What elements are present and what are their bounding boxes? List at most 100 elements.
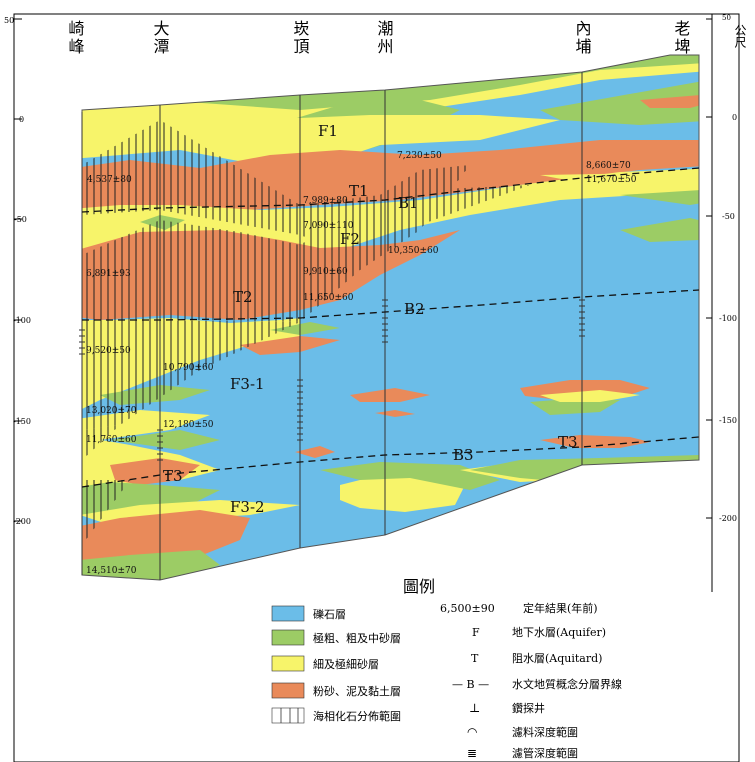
right-depth-axis: 50 0 -50 -100 -150 -200 <box>706 14 737 592</box>
layer-t2-extra-clay <box>240 336 340 355</box>
legend-symbol-key-b: — B — <box>452 678 489 691</box>
legend-symbol-label-f: 地下水層(Aquifer) <box>512 626 606 639</box>
left-tick-label: -50 <box>14 215 27 224</box>
layer-right-green <box>540 78 699 125</box>
layer-green-lens-c <box>620 218 699 242</box>
unit-label-f1: F1 <box>318 122 338 140</box>
well-label-chaozhou: 潮州 <box>375 20 394 56</box>
legend-label-fine-sand: 細及極細砂層 <box>313 657 379 671</box>
dating-labels: 4,537±80 7,230±50 8,660±70 11,670±50 7,9… <box>86 151 637 576</box>
lens-clay-chaozhou-a <box>350 388 430 402</box>
legend-label-coarse-sand: 極粗、粗及中砂層 <box>313 631 401 645</box>
date-label: 13,020±70 <box>86 406 137 416</box>
left-tick-label: 50 <box>4 16 14 25</box>
boundary-b1 <box>81 167 700 213</box>
date-label: 12,180±50 <box>163 420 214 430</box>
legend-symbol-label-screen: 濾管深度範圍 <box>512 746 578 760</box>
lens-clay-kanding <box>295 446 335 458</box>
boundary-lines <box>81 167 700 488</box>
date-label: 10,790±60 <box>163 363 214 373</box>
legend-label-clay: 粉砂、泥及黏土層 <box>313 684 401 698</box>
legend-symbol-key-filter-pack: ◠ <box>467 725 477 739</box>
legend-symbol-key-screen: ≣ <box>467 746 477 760</box>
marine-fossil-zone-base <box>82 480 130 545</box>
borehole-lines <box>81 72 583 580</box>
legend-symbol-key-borehole: ⊥ <box>469 701 480 715</box>
legend: 圖例 礫石層 極粗、粗及中砂層 細及極細砂層 粉砂、泥及黏土層 海相化石分佈範圍… <box>271 577 622 760</box>
date-label: 4,537±80 <box>87 175 132 185</box>
lens-yellow-neipu <box>540 390 640 402</box>
date-label: 14,510±70 <box>86 566 137 576</box>
right-tick-label: -200 <box>719 514 737 523</box>
marine-fossil-zone-mid <box>82 165 470 322</box>
unit-label: 公尺 <box>733 24 747 49</box>
well-label-kanding: 崁頂 <box>291 20 310 56</box>
date-label: 6,891±93 <box>86 269 131 279</box>
date-label: 7,230±50 <box>397 151 442 161</box>
date-label: 7,090±110 <box>303 221 354 231</box>
date-label: 11,650±60 <box>303 293 354 303</box>
unit-label-t3-left: T3 <box>163 467 183 485</box>
legend-symbol-key-t: T <box>471 652 479 665</box>
left-tick-label: -200 <box>13 517 31 526</box>
legend-swatch-marine-fossil <box>271 707 305 724</box>
lens-green-neipu <box>530 398 620 415</box>
well-label-laopi: 老埤 <box>672 20 691 56</box>
date-label: 8,660±70 <box>586 161 631 171</box>
screen-ticks <box>79 299 585 461</box>
well-label-qifeng: 崎峰 <box>66 20 85 56</box>
legend-symbol-label-t: 阻水層(Aquitard) <box>512 652 602 665</box>
date-label: 11,760±60 <box>86 435 137 445</box>
boundary-b3 <box>81 436 700 488</box>
right-tick-label: 50 <box>722 14 731 22</box>
legend-symbol-label-borehole: 鑽探井 <box>512 701 545 715</box>
left-depth-axis: 50 0 -50 -100 -150 -200 <box>4 16 31 592</box>
left-tick-label: 0 <box>19 115 24 124</box>
lens-clay-neipu-b <box>540 435 650 448</box>
unit-label-b2: B2 <box>404 300 425 318</box>
legend-symbol-label-filter-pack: 濾料深度範圍 <box>512 725 578 739</box>
right-tick-label: 0 <box>732 113 737 122</box>
left-tick-label: -150 <box>13 417 31 426</box>
section-outline <box>81 54 700 581</box>
unit-label-f3-1: F3-1 <box>230 375 265 393</box>
legend-swatch-clay <box>271 682 305 699</box>
right-tick-label: -50 <box>722 212 735 221</box>
layer-right-yellow-band <box>540 172 699 198</box>
lens-green-chaozhou <box>320 462 500 490</box>
date-label: 11,670±50 <box>586 175 637 185</box>
date-label: 10,350±60 <box>388 246 439 256</box>
well-label-neipu: 內埔 <box>573 20 592 56</box>
left-tick-label: -100 <box>13 316 31 325</box>
hydro-unit-labels: F1 T1 B1 F2 T2 B2 F3-1 B3 T3 T3 F3-2 <box>163 122 578 516</box>
layer-t3-clay-left <box>110 458 200 485</box>
well-label-datan: 大潭 <box>151 20 170 56</box>
legend-swatch-coarse-sand <box>271 629 305 646</box>
legend-swatch-gravel <box>271 605 305 622</box>
layer-small-green <box>270 322 340 335</box>
unit-label-t3-right: T3 <box>558 433 578 451</box>
lens-green-f3-b <box>110 430 220 450</box>
well-labels: 崎峰 大潭 崁頂 潮州 內埔 老埤 <box>66 20 691 56</box>
right-tick-label: -150 <box>719 416 737 425</box>
legend-title: 圖例 <box>403 577 435 596</box>
legend-symbol-key-date: 6,500±90 <box>440 602 495 615</box>
legend-symbol-key-f: F <box>472 626 480 639</box>
legend-label-marine-fossil: 海相化石分佈範圍 <box>313 709 401 723</box>
legend-symbol-label-date: 定年結果(年前) <box>523 601 598 615</box>
unit-label-t2: T2 <box>233 288 253 306</box>
lens-clay-laopi <box>640 95 699 108</box>
boundary-b2 <box>82 289 700 321</box>
date-label: 9,910±60 <box>303 267 348 277</box>
legend-label-gravel: 礫石層 <box>313 607 346 621</box>
layer-green-lens-b <box>620 190 699 205</box>
legend-swatch-fine-sand <box>271 655 305 672</box>
lens-yellow-chaozhou <box>340 475 465 512</box>
date-label: 9,520±50 <box>86 346 131 356</box>
date-label: 7,989±80 <box>303 196 348 206</box>
right-tick-label: -100 <box>719 314 737 323</box>
unit-label-f3-2: F3-2 <box>230 498 265 516</box>
unit-label-t1: T1 <box>349 182 369 200</box>
unit-label-b1: B1 <box>398 194 419 212</box>
